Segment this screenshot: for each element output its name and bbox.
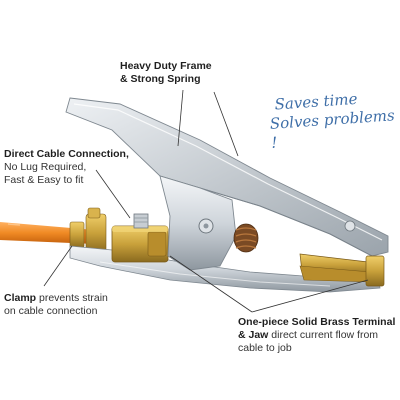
brass-terminal <box>111 213 169 263</box>
callout-frame-line1: Heavy Duty Frame <box>120 60 212 72</box>
callout-cable-comma: , <box>125 148 129 160</box>
cable-ferrule <box>69 207 107 253</box>
callout-brass-line1: One-piece Solid Brass Terminal <box>238 316 396 328</box>
brass-jaw <box>299 253 385 287</box>
callout-clamp-line2: on cable connection <box>4 305 98 317</box>
callout-cable-title: Direct Cable Connection <box>4 148 126 160</box>
callout-cable: Direct Cable Connection, No Lug Required… <box>4 148 129 187</box>
rivet <box>344 220 356 232</box>
clamp-body <box>159 175 237 271</box>
callout-frame-line2: & Strong Spring <box>120 73 201 85</box>
callout-brass: One-piece Solid Brass Terminal & Jaw dir… <box>238 316 395 355</box>
callout-brass-line2-bold: & Jaw <box>238 329 269 341</box>
callout-brass-line2-rest: direct current flow from <box>268 329 379 341</box>
callout-clamp-title: Clamp <box>4 292 37 304</box>
spring <box>233 223 259 253</box>
callout-clamp: Clamp prevents strain on cable connectio… <box>4 292 108 318</box>
tagline: Saves time Solves problems ! <box>268 87 400 153</box>
callout-cable-line3: Fast & Easy to fit <box>4 174 84 186</box>
callout-frame: Heavy Duty Frame & Strong Spring <box>120 60 212 86</box>
leader-lines <box>43 89 369 313</box>
callout-clamp-rest: prevents strain <box>36 292 108 304</box>
callout-brass-line3: cable to job <box>238 342 292 354</box>
callout-cable-line2: No Lug Required, <box>4 161 87 173</box>
